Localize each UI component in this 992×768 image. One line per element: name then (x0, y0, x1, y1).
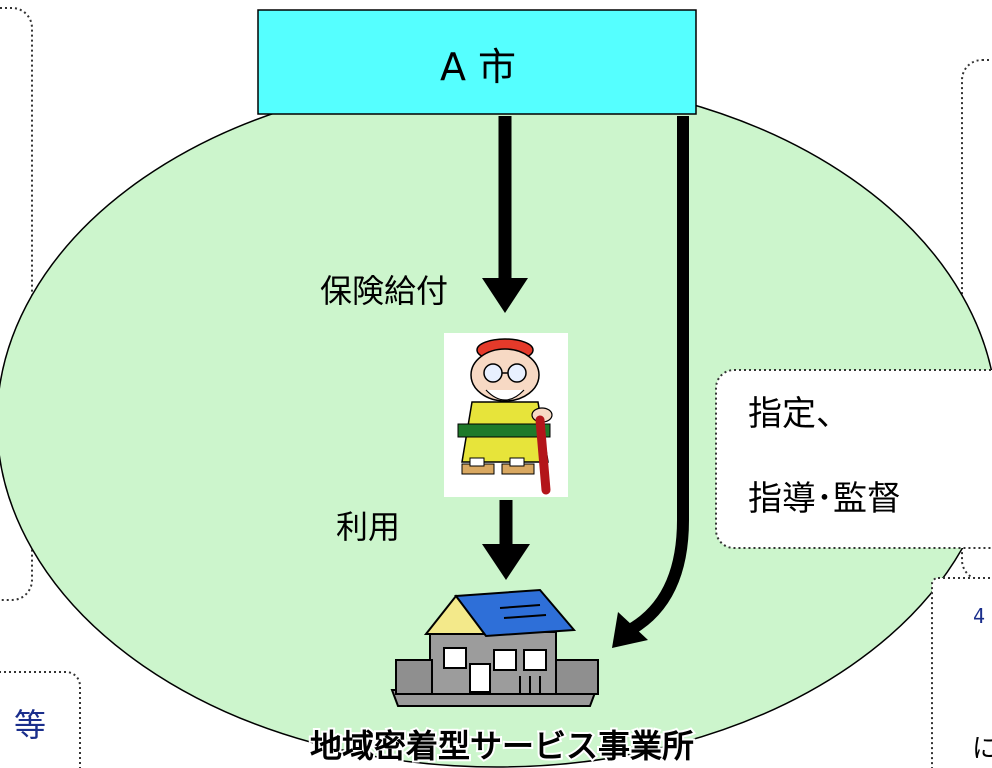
designation-line2: 指導･監督 (748, 479, 901, 519)
designation-arrow-shaft (626, 116, 689, 636)
benefit-label: 保険給付 (320, 272, 448, 310)
facility-label: 地域密着型サービス事業所 (310, 727, 694, 765)
cut-right-text: に (972, 734, 992, 764)
cut-left-text: 等 (14, 706, 46, 744)
use-label: 利用 (336, 508, 400, 546)
designation-callout (715, 369, 992, 549)
bottom-right-dotted-box (931, 577, 992, 768)
designation-line1: 指定、 (748, 394, 850, 434)
benefit-arrow-head (482, 278, 528, 313)
city-box (257, 9, 697, 115)
bottom-left-dotted-box (0, 671, 81, 768)
city-label: A 市 (440, 45, 516, 89)
house-icon (390, 588, 599, 707)
cut-right-number: 4 (973, 604, 985, 628)
designation-arrow-head (612, 612, 648, 648)
use-arrow-head (482, 544, 530, 580)
elderly-person-icon (444, 333, 568, 497)
